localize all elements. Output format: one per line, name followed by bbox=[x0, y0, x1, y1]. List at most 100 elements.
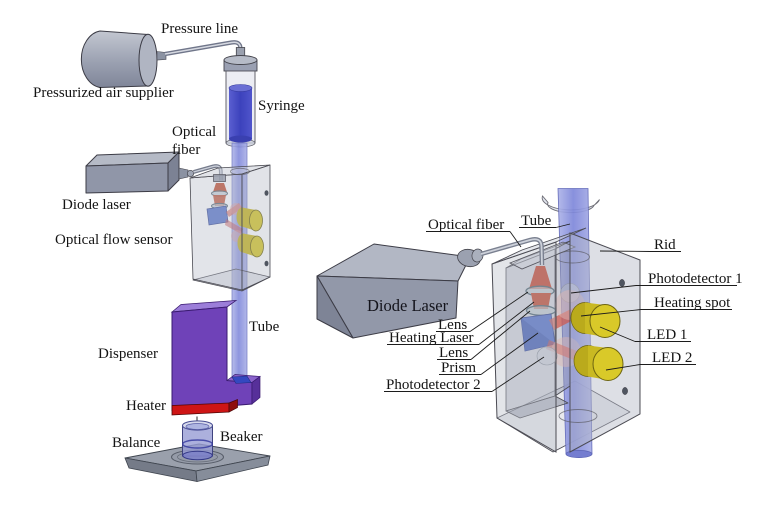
diode-laser-left-side bbox=[167, 151, 180, 192]
optical-fiber-right-inner bbox=[480, 238, 543, 266]
pressurized-air-supplier bbox=[80, 30, 167, 88]
leader-lens-2 bbox=[470, 310, 531, 360]
balance-skirt-right bbox=[195, 455, 271, 482]
sensor-box-right-face bbox=[241, 164, 271, 291]
left-view: Pressure line Pressurized air supplier S… bbox=[33, 21, 305, 482]
screw-hole-right-2 bbox=[622, 387, 628, 395]
label-balance: Balance bbox=[112, 435, 161, 451]
led-2-face bbox=[592, 347, 624, 381]
diode-laser-left-nozzle bbox=[178, 167, 189, 180]
scatter-spot-lower bbox=[551, 337, 581, 367]
leader-led-1 bbox=[599, 326, 636, 342]
screw-hole-left-2 bbox=[264, 260, 269, 267]
diode-laser-left-front bbox=[85, 162, 169, 194]
beaker-bottom bbox=[182, 450, 213, 461]
syringe-cap-top bbox=[223, 55, 258, 65]
led-2-assembly bbox=[573, 345, 624, 381]
right-view: Diode Laser bbox=[316, 188, 743, 458]
leader-led-2 bbox=[605, 364, 641, 371]
screw-hole-left-1 bbox=[264, 190, 269, 196]
case-top-face bbox=[491, 227, 587, 265]
beaker-band bbox=[181, 439, 213, 449]
label-syringe: Syringe bbox=[258, 98, 305, 114]
label-lens-2: Lens bbox=[439, 345, 468, 361]
dispenser bbox=[170, 299, 261, 412]
label-led-2: LED 2 bbox=[652, 350, 692, 366]
led-left-1-face bbox=[249, 209, 263, 232]
air-supplier-nozzle bbox=[156, 51, 167, 61]
tube-elbow-pool bbox=[231, 375, 252, 384]
internal-optics bbox=[520, 266, 588, 367]
tube-right-bottom bbox=[565, 450, 593, 458]
label-rid: Rid bbox=[654, 237, 676, 253]
inner-block-bottom bbox=[505, 395, 569, 419]
label-optical-fiber-left-1: Optical bbox=[172, 124, 216, 140]
pressure-line-outer bbox=[164, 40, 243, 57]
fiber-cone-left bbox=[213, 183, 227, 192]
heating-laser-column bbox=[531, 293, 551, 309]
heater bbox=[171, 398, 238, 424]
pressure-line bbox=[164, 40, 243, 57]
annotation-lines bbox=[384, 223, 737, 392]
diode-laser-right-top bbox=[316, 243, 471, 282]
photodetector-2 bbox=[536, 346, 558, 366]
leader-heating-laser bbox=[478, 301, 535, 345]
label-heating-laser: Heating Laser bbox=[389, 330, 474, 346]
label-heating-spot: Heating spot bbox=[654, 295, 731, 311]
leader-tube-right bbox=[555, 223, 571, 228]
led-left-2-face bbox=[250, 235, 264, 258]
optical-flow-sensor-box bbox=[189, 164, 271, 292]
diode-laser-right-left bbox=[316, 275, 354, 339]
leader-photodetector-2 bbox=[491, 356, 545, 392]
syringe-liquid-bottom bbox=[229, 135, 252, 143]
rid-plate bbox=[569, 232, 641, 453]
label-diode-laser-right: Diode Laser bbox=[367, 296, 449, 315]
led-1-assembly bbox=[570, 302, 621, 338]
leader-prism bbox=[480, 332, 539, 375]
label-led-1: LED 1 bbox=[647, 327, 687, 343]
leader-lens-1 bbox=[469, 291, 529, 332]
diode-laser-nozzle-cap bbox=[471, 248, 484, 263]
label-photodetector-1: Photodetector 1 bbox=[648, 271, 743, 287]
label-optical-fiber-left-2: fiber bbox=[172, 142, 200, 158]
case-front-face bbox=[491, 241, 557, 453]
label-heater: Heater bbox=[126, 398, 166, 414]
heater-side bbox=[228, 398, 238, 413]
label-tube-left: Tube bbox=[249, 319, 280, 335]
beaker-rim-inner bbox=[185, 423, 210, 430]
sensor-box-front-face bbox=[189, 173, 243, 291]
label-dispenser: Dispenser bbox=[98, 346, 158, 362]
syringe bbox=[223, 47, 258, 148]
tube-opening-top bbox=[230, 167, 250, 176]
led-left-2 bbox=[237, 233, 264, 258]
label-beaker: Beaker bbox=[220, 429, 262, 445]
optical-fiber-right bbox=[480, 237, 545, 266]
leader-optical-fiber bbox=[509, 231, 522, 248]
case-opening-bottom bbox=[558, 409, 598, 423]
diode-laser-right: Diode Laser bbox=[316, 243, 484, 339]
screw-hole-right-1 bbox=[619, 279, 625, 287]
fiber-entry-port bbox=[213, 174, 226, 182]
fiber-connector-ball bbox=[186, 169, 195, 178]
label-lens-1: Lens bbox=[438, 317, 467, 333]
heater-front bbox=[171, 402, 230, 416]
label-pressure-line: Pressure line bbox=[161, 21, 238, 37]
label-tube-right: Tube bbox=[521, 213, 552, 229]
case-opening-top bbox=[555, 250, 590, 264]
beam-left-down bbox=[225, 219, 243, 234]
label-prism: Prism bbox=[441, 360, 476, 376]
dispenser-arm-side bbox=[251, 375, 261, 405]
label-optical-fiber-right: Optical fiber bbox=[428, 217, 504, 233]
diode-laser-left bbox=[85, 151, 195, 194]
prism-facet bbox=[521, 318, 555, 351]
label-diode-laser-left: Diode laser bbox=[62, 197, 131, 213]
label-pressurized-air-supplier: Pressurized air supplier bbox=[33, 85, 174, 101]
beaker bbox=[181, 420, 213, 461]
leader-photodetector-1 bbox=[570, 285, 637, 294]
air-supplier-cap bbox=[138, 33, 158, 87]
led-left-1 bbox=[236, 207, 263, 232]
label-optical-flow-sensor: Optical flow sensor bbox=[55, 232, 172, 248]
leader-heating-spot bbox=[580, 309, 642, 317]
